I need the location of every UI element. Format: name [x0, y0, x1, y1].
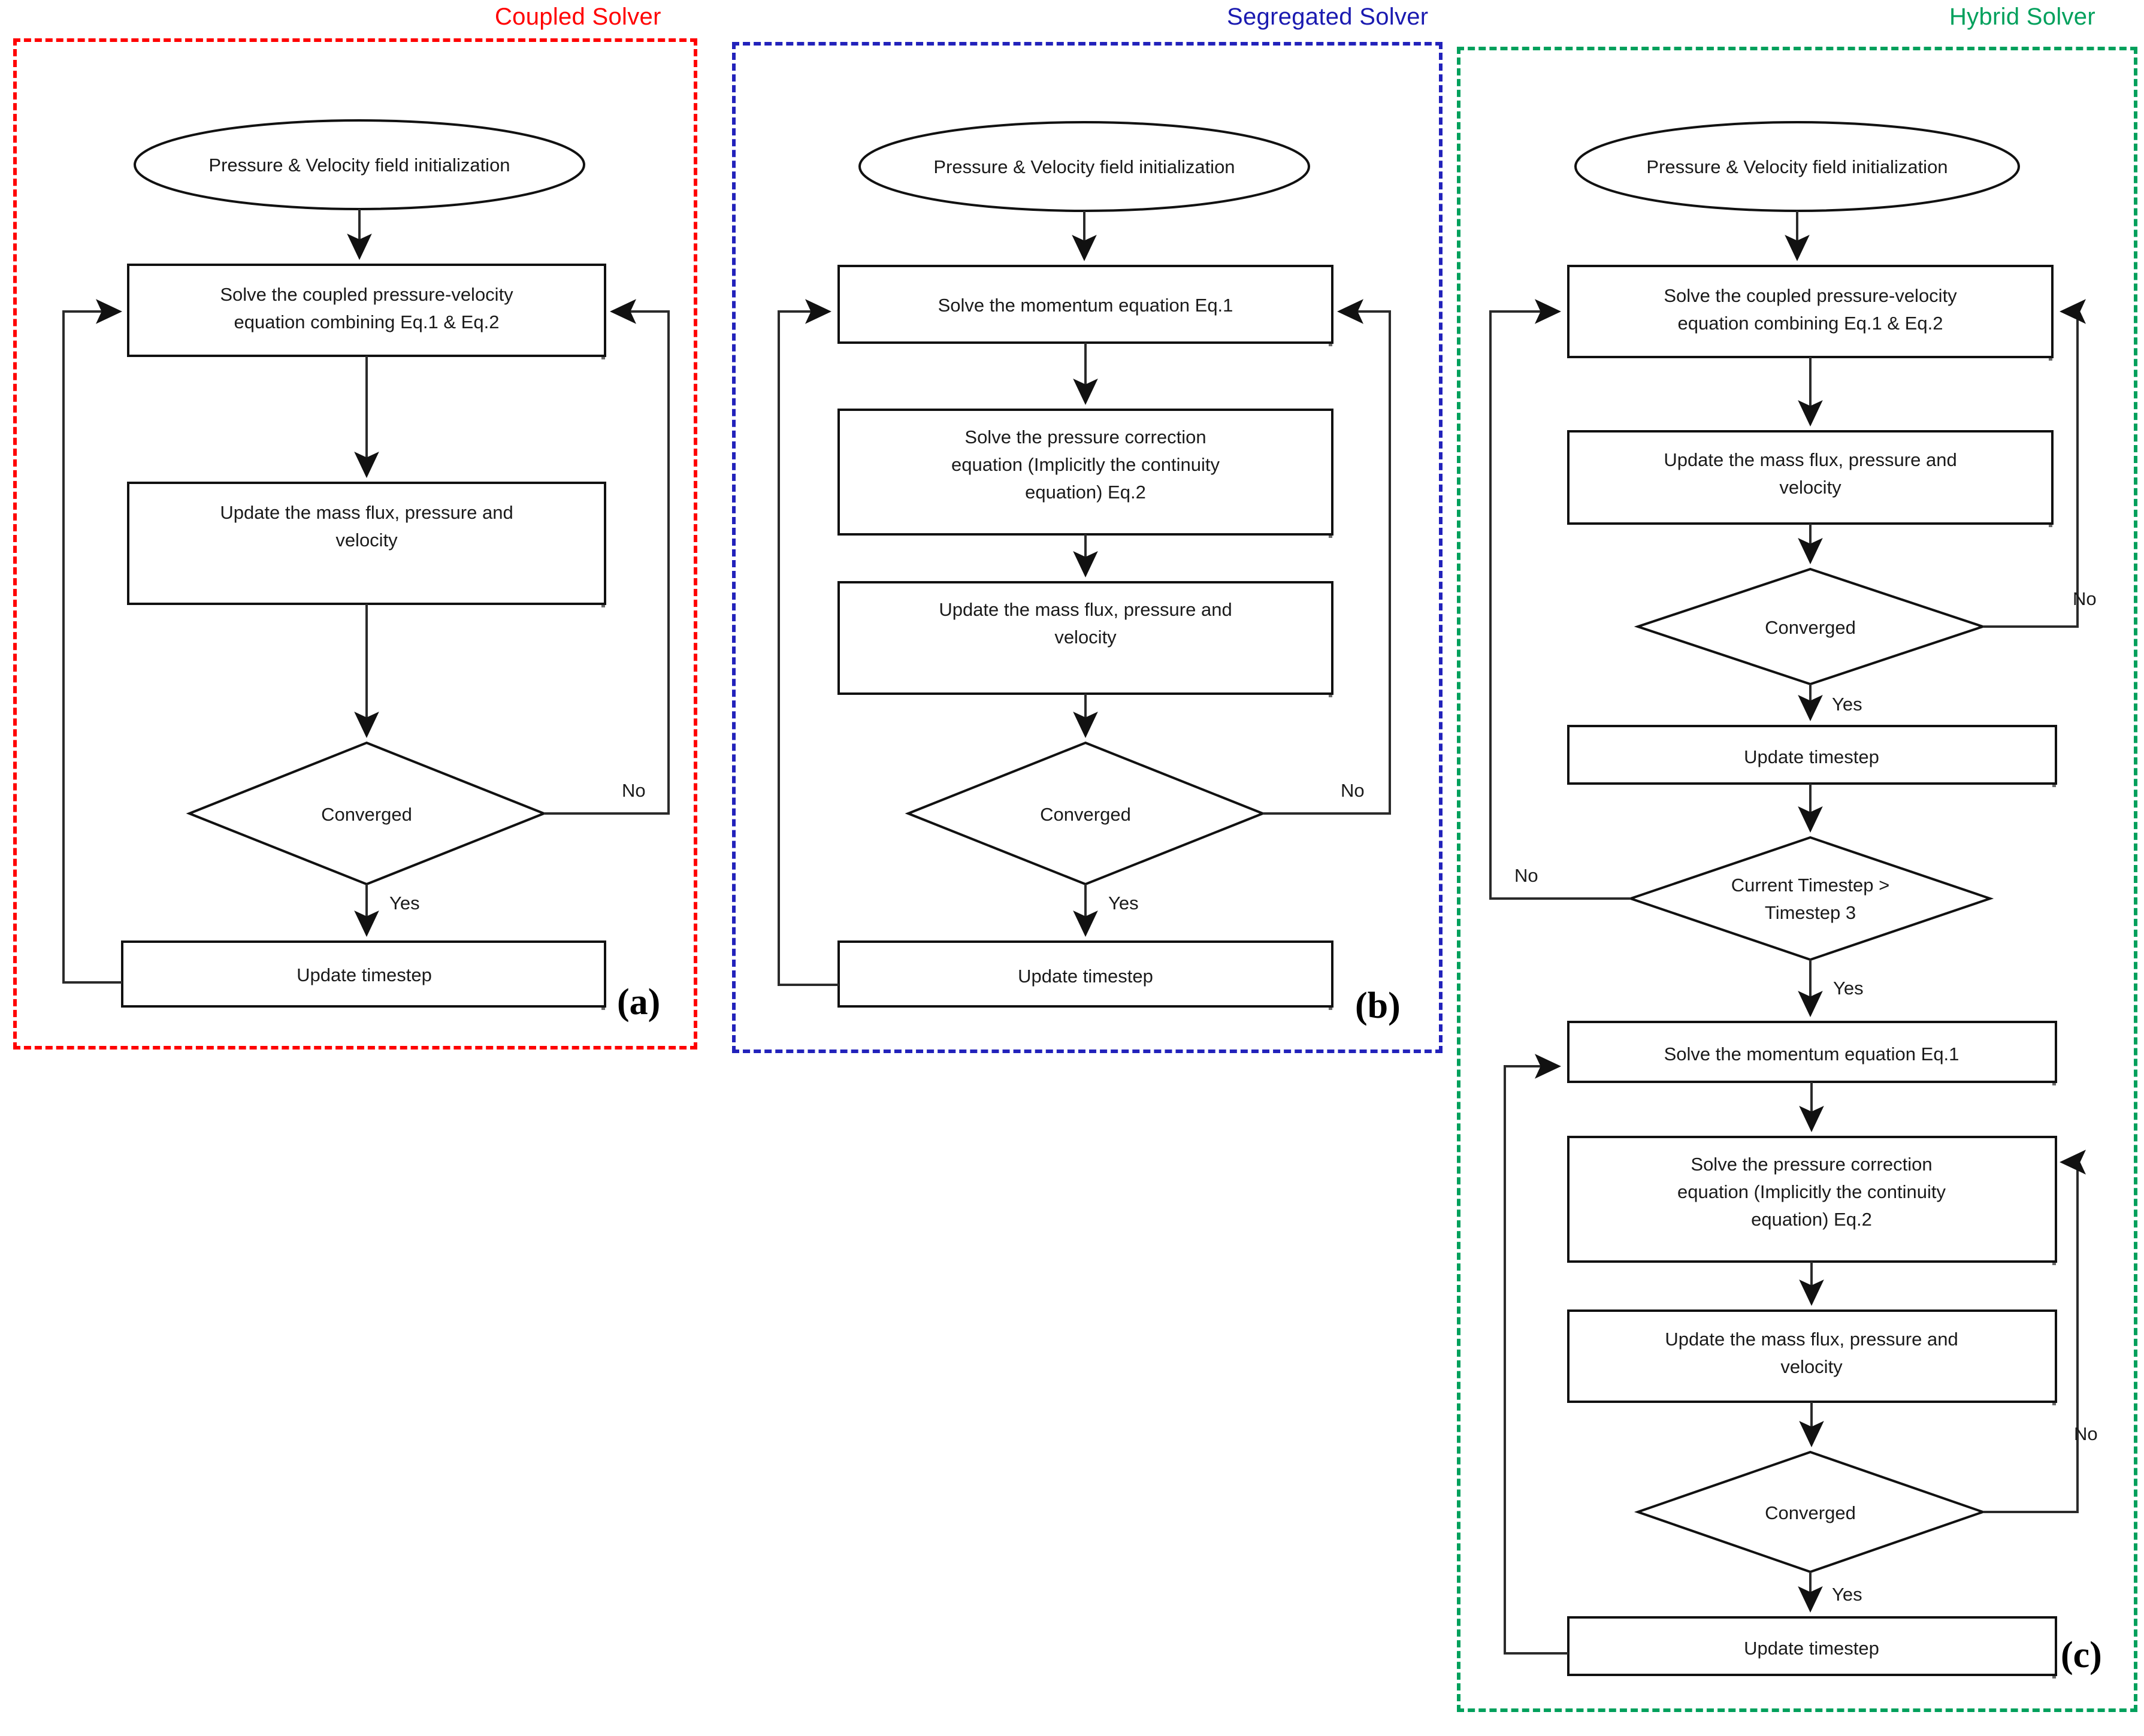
- node-c-pcorr: [1567, 1136, 2057, 1263]
- node-b-start-label: Pressure & Velocity field initialization: [933, 156, 1235, 177]
- node-b-pcorr: [837, 409, 1333, 536]
- node-c-coupled: [1567, 265, 2054, 358]
- node-c-timestep-check-line2: Timestep 3: [1765, 902, 1856, 923]
- node-c-update1-line2: velocity: [1779, 477, 1841, 498]
- panel-border-segregated-solver: [732, 42, 1443, 1053]
- node-a-timestep: [121, 940, 606, 1008]
- edge-b-no-label: No: [1341, 780, 1365, 801]
- node-a-converged-label: Converged: [321, 804, 412, 825]
- node-b-pcorr-line1: Solve the pressure correction: [964, 427, 1206, 447]
- node-b-pcorr-line2: equation (Implicitly the continuity: [951, 454, 1220, 475]
- node-c-update2-line1: Update the mass flux, pressure and: [1665, 1329, 1958, 1350]
- node-b-update-line1: Update the mass flux, pressure and: [939, 599, 1232, 620]
- node-b-timestep-label: Update timestep: [1018, 966, 1153, 987]
- node-b-pcorr-line3: equation) Eq.2: [1025, 482, 1146, 503]
- node-c-coupled-line1: Solve the coupled pressure-velocity: [1664, 285, 1957, 306]
- edge-c-check-no: [1489, 299, 1631, 900]
- node-a-solve-line2: equation combining Eq.1 & Eq.2: [234, 311, 500, 332]
- panel-label-c: (c): [2061, 1635, 2102, 1675]
- node-c-timestep1: [1567, 725, 2057, 785]
- node-a-solve: [127, 264, 606, 357]
- node-c-timestep-check: [1626, 836, 1994, 961]
- panel-label-a: (a): [617, 982, 661, 1023]
- node-a-update-line1: Update the mass flux, pressure and: [220, 502, 513, 523]
- node-c-update1: [1567, 430, 2054, 525]
- edge-c-yes2-label: Yes: [1833, 978, 1864, 999]
- node-c-update2-line2: velocity: [1780, 1356, 1843, 1377]
- edge-b-timestep-momentum: [778, 299, 839, 986]
- panel-c-graph: Pressure & Velocity field initialization…: [1489, 121, 2098, 1678]
- node-c-timestep-check-line1: Current Timestep >: [1731, 875, 1889, 896]
- node-c-start-label: Pressure & Velocity field initialization: [1646, 156, 1948, 177]
- node-b-momentum-label: Solve the momentum equation Eq.1: [938, 295, 1233, 316]
- node-c-pcorr-line2: equation (Implicitly the continuity: [1677, 1181, 1946, 1202]
- edge-c-no2-label: No: [1514, 865, 1538, 886]
- edge-c-yes1-label: Yes: [1832, 694, 1862, 715]
- node-b-update-line2: velocity: [1054, 627, 1117, 648]
- node-c-coupled-line2: equation combining Eq.1 & Eq.2: [1678, 313, 1943, 334]
- node-c-pcorr-line3: equation) Eq.2: [1751, 1209, 1872, 1230]
- node-c-update1-line1: Update the mass flux, pressure and: [1664, 449, 1956, 470]
- edge-c-no1-label: No: [2073, 588, 2097, 609]
- panel-b-graph: Pressure & Velocity field initialization…: [778, 121, 1391, 1010]
- edge-c-converged1-no: [1983, 299, 2086, 628]
- node-b-timestep: [837, 940, 1333, 1008]
- node-a-update-line2: velocity: [335, 530, 398, 551]
- node-c-momentum-label: Solve the momentum equation Eq.1: [1664, 1044, 1959, 1064]
- node-b-update: [837, 581, 1333, 695]
- node-c-timestep1-label: Update timestep: [1744, 746, 1879, 767]
- node-a-start-label: Pressure & Velocity field initialization: [208, 155, 510, 176]
- node-b-momentum: [837, 265, 1333, 344]
- edge-c-timestep2-momentum: [1504, 1054, 1568, 1655]
- edge-a-yes-label: Yes: [389, 893, 420, 914]
- panel-a-graph: Pressure & Velocity field initialization…: [62, 119, 670, 1010]
- node-c-converged2-label: Converged: [1765, 1502, 1856, 1523]
- edge-c-yes3-label: Yes: [1832, 1584, 1862, 1605]
- node-a-timestep-label: Update timestep: [297, 964, 432, 985]
- edge-a-converged-no: [544, 299, 670, 815]
- node-c-timestep2: [1567, 1616, 2057, 1676]
- edge-a-no-label: No: [622, 780, 646, 801]
- node-b-converged-label: Converged: [1040, 804, 1131, 825]
- node-c-momentum: [1567, 1021, 2057, 1083]
- edge-b-yes-label: Yes: [1108, 893, 1139, 914]
- node-c-pcorr-line1: Solve the pressure correction: [1691, 1154, 1932, 1175]
- edge-b-converged-no: [1263, 299, 1391, 815]
- node-c-update2: [1567, 1309, 2057, 1403]
- node-c-converged1-label: Converged: [1765, 617, 1856, 638]
- panel-title-coupled-solver: Coupled Solver: [495, 4, 661, 30]
- panel-border-coupled-solver: [13, 38, 697, 1050]
- panel-title-hybrid-solver: Hybrid Solver: [1949, 4, 2095, 30]
- panel-title-segregated-solver: Segregated Solver: [1227, 4, 1429, 30]
- node-a-solve-line1: Solve the coupled pressure-velocity: [220, 284, 513, 305]
- node-c-timestep2-label: Update timestep: [1744, 1638, 1879, 1659]
- panel-label-b: (b): [1355, 985, 1401, 1026]
- edge-c-no3-label: No: [2074, 1423, 2098, 1444]
- panel-border-hybrid-solver: [1457, 47, 2137, 1712]
- edge-c-converged2-no: [1983, 1150, 2086, 1513]
- node-a-update: [127, 482, 606, 605]
- edge-a-timestep-solve: [62, 299, 122, 984]
